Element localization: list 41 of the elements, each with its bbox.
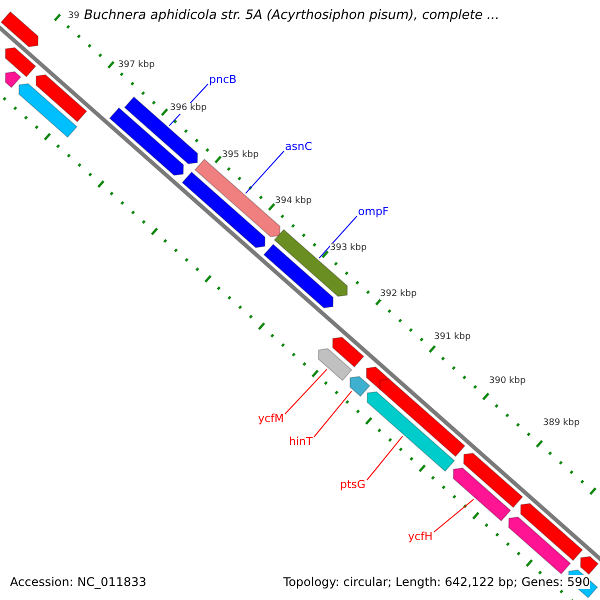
gene-feature-bar	[274, 228, 348, 297]
tick-label: 392 kbp	[380, 289, 417, 300]
gene-feature-bar	[379, 378, 466, 458]
tick-label: 396 kbp	[170, 103, 207, 114]
gene-feature-bar	[318, 348, 352, 382]
gene-feature-bar	[463, 452, 524, 508]
gene-feature-bar	[580, 556, 599, 575]
gene-label: pncB	[209, 73, 237, 86]
tick-label: 393 kbp	[330, 243, 367, 254]
gene-feature-bar	[0, 11, 39, 48]
tick-label: 397 kbp	[118, 60, 155, 71]
gene-feature-bar	[4, 47, 36, 78]
gene-label: asnC	[285, 140, 312, 154]
gene-label: ycfM	[258, 412, 284, 426]
gene-label: hinT	[289, 435, 313, 448]
gene-feature-bar	[350, 376, 370, 397]
gene-label: ompF	[358, 205, 389, 218]
gene-feature-bar	[520, 502, 584, 562]
gene-feature-bar	[366, 391, 456, 472]
tick-label: 394 kbp	[275, 196, 312, 207]
leader-line	[284, 368, 328, 414]
leader-line	[318, 216, 358, 259]
tick-label: 391 kbp	[434, 332, 471, 343]
gene-feature-bar	[18, 83, 78, 138]
gene-feature-bar	[452, 467, 512, 522]
gene-feature-bar	[4, 71, 22, 88]
tick-label: 389 kbp	[543, 418, 580, 429]
gene-feature-bar	[508, 516, 572, 575]
accession-text: Accession: NC_011833	[10, 575, 146, 590]
gene-label: ycfH	[408, 530, 433, 544]
gene-feature-bar	[332, 336, 364, 368]
leader-line	[314, 390, 352, 438]
map-title: Buchnera aphidicola str. 5A (Acyrthosiphon pisum), complete ...	[84, 8, 500, 24]
gene-label: ptsG	[340, 478, 366, 492]
genome-summary-text: Topology: circular; Length: 642,122 bp; Genes: 590	[283, 575, 590, 590]
tick-label: 395 kbp	[222, 150, 259, 161]
gene-feature-bar	[36, 74, 88, 122]
tick-label: 390 kbp	[489, 376, 526, 387]
gene-feature-bar	[182, 171, 266, 248]
leader-line	[434, 498, 474, 532]
leader-line	[245, 150, 284, 194]
